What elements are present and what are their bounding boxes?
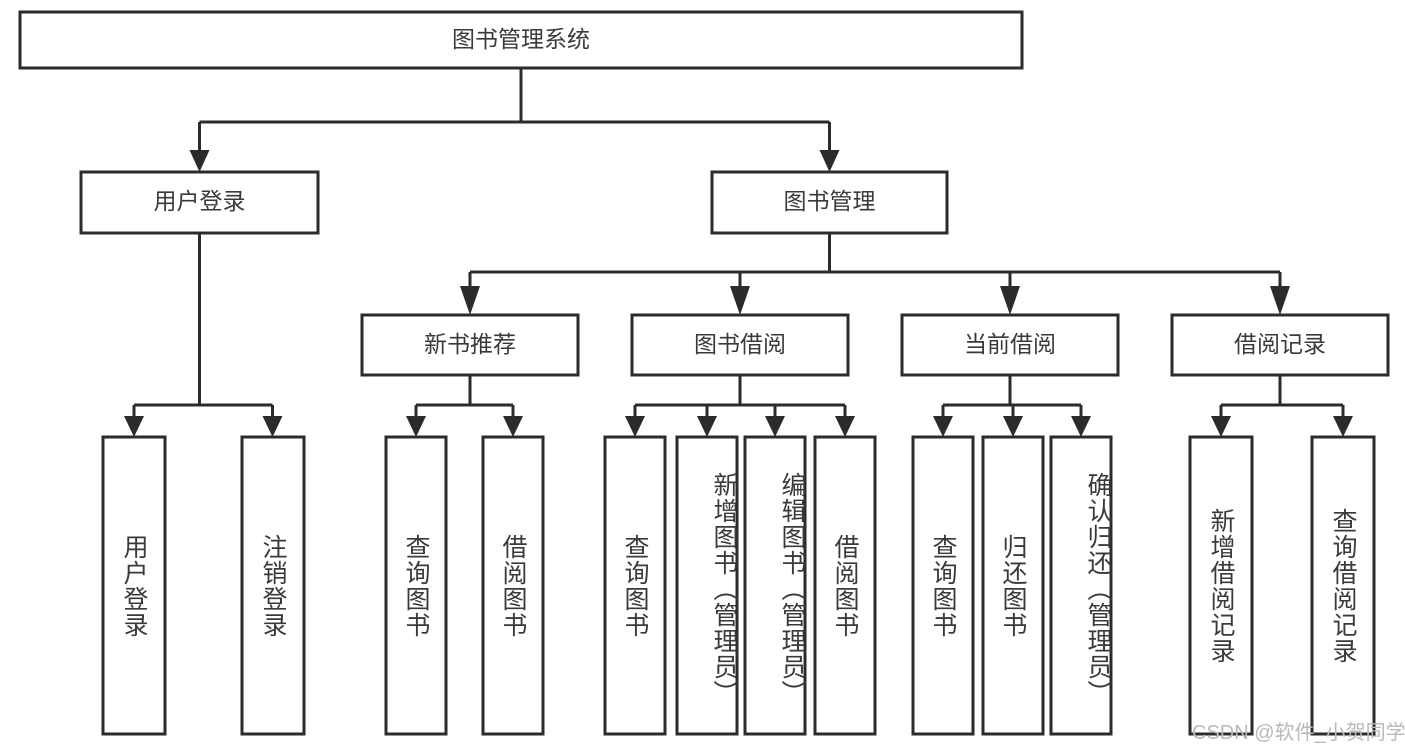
leaf-box-logout[interactable] bbox=[240, 435, 306, 736]
leaf-box-query-book-current[interactable] bbox=[911, 435, 975, 736]
node-label-user-login: 用户登录 bbox=[154, 188, 246, 214]
leaf-box-query-book-rec[interactable] bbox=[384, 435, 448, 736]
connectors-current-borrow-to-leaves bbox=[933, 375, 1091, 437]
node-root[interactable]: 图书管理系统 bbox=[18, 10, 1024, 70]
connectors-book-mgmt-to-level3 bbox=[460, 233, 1290, 315]
arrow-head-icon bbox=[933, 416, 953, 437]
watermark-text: CSDN @软件_小贺同学 bbox=[1192, 722, 1405, 744]
connectors-borrow-record-to-leaves bbox=[1211, 375, 1353, 437]
leaf-box-add-borrow-record[interactable] bbox=[1188, 435, 1254, 736]
leaf-box-user-login[interactable] bbox=[101, 435, 167, 736]
connectors-borrow-to-leaves bbox=[625, 375, 855, 437]
leaf-boxes bbox=[101, 435, 1376, 736]
node-box-borrow-record[interactable] bbox=[1170, 313, 1390, 377]
arrow-head-icon bbox=[1000, 286, 1020, 315]
node-label-current-borrow: 当前借阅 bbox=[964, 331, 1056, 357]
node-box-root[interactable] bbox=[18, 10, 1024, 70]
leaf-box-add-book-admin[interactable] bbox=[675, 435, 739, 736]
node-box-book-borrow[interactable] bbox=[630, 313, 850, 377]
node-box-current-borrow[interactable] bbox=[900, 313, 1120, 377]
arrow-head-icon bbox=[765, 416, 785, 437]
arrow-head-icon bbox=[124, 416, 144, 437]
node-box-book-management[interactable] bbox=[710, 170, 949, 235]
arrow-head-icon bbox=[460, 286, 480, 315]
connectors-user-login-to-leaves bbox=[124, 233, 283, 437]
leaf-box-borrow-book-rec[interactable] bbox=[481, 435, 545, 736]
connectors-new-book-to-leaves bbox=[406, 375, 523, 437]
arrow-head-icon bbox=[503, 416, 523, 437]
arrow-head-icon bbox=[189, 150, 210, 172]
arrow-head-icon bbox=[730, 286, 750, 315]
node-borrow-record[interactable]: 借阅记录 bbox=[1170, 313, 1390, 377]
node-label-book-management: 图书管理 bbox=[784, 188, 876, 214]
arrow-head-icon bbox=[406, 416, 426, 437]
node-label-borrow-record: 借阅记录 bbox=[1234, 331, 1326, 357]
node-box-user-login[interactable] bbox=[79, 170, 320, 235]
leaf-box-borrow-book[interactable] bbox=[813, 435, 877, 736]
node-box-new-book-recommend[interactable] bbox=[360, 313, 580, 377]
node-new-book-recommend[interactable]: 新书推荐 bbox=[360, 313, 580, 377]
connectors-root-to-level2 bbox=[189, 68, 840, 172]
node-label-book-borrow: 图书借阅 bbox=[694, 331, 786, 357]
node-label-root: 图书管理系统 bbox=[452, 26, 590, 52]
leaf-box-return-book[interactable] bbox=[981, 435, 1045, 736]
arrow-head-icon bbox=[819, 150, 840, 172]
arrow-head-icon bbox=[1003, 416, 1023, 437]
arrow-head-icon bbox=[1211, 416, 1231, 437]
arrow-head-icon bbox=[1333, 416, 1353, 437]
arrow-head-icon bbox=[262, 416, 283, 437]
node-label-new-book-recommend: 新书推荐 bbox=[424, 331, 516, 357]
arrow-head-icon bbox=[625, 416, 645, 437]
node-book-borrow[interactable]: 图书借阅 bbox=[630, 313, 850, 377]
node-book-management[interactable]: 图书管理 bbox=[710, 170, 949, 235]
node-current-borrow[interactable]: 当前借阅 bbox=[900, 313, 1120, 377]
leaf-box-edit-book-admin[interactable] bbox=[743, 435, 807, 736]
node-user-login[interactable]: 用户登录 bbox=[79, 170, 320, 235]
arrow-head-icon bbox=[1270, 286, 1290, 315]
leaf-box-query-book-borrow[interactable] bbox=[603, 435, 667, 736]
leaf-box-confirm-return-admin[interactable] bbox=[1049, 435, 1113, 736]
leaf-box-query-borrow-record[interactable] bbox=[1310, 435, 1376, 736]
arrow-head-icon bbox=[835, 416, 855, 437]
arrow-head-icon bbox=[1071, 416, 1091, 437]
arrow-head-icon bbox=[697, 416, 717, 437]
